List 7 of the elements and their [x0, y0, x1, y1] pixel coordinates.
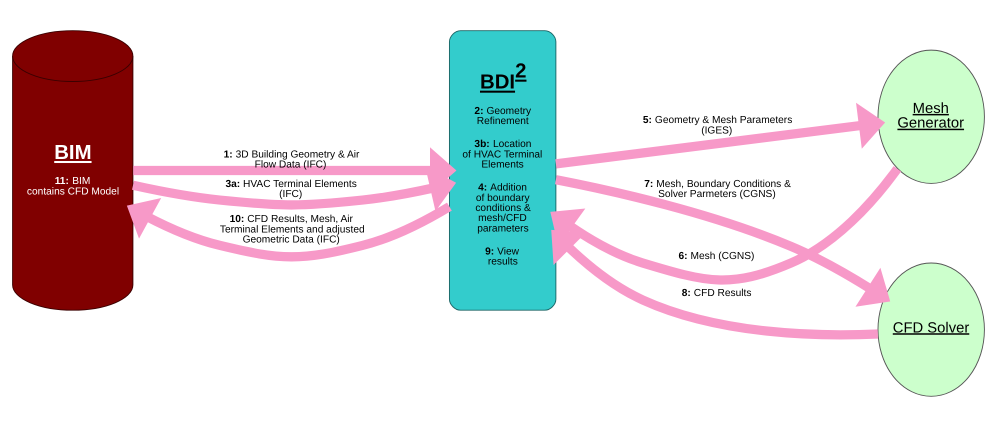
edge-label: 6: Mesh (CGNS): [678, 250, 754, 262]
edge-label: 7: Mesh, Boundary Conditions & Solver Parmeters (CGNS): [644, 178, 791, 200]
edge-label: 8: CFD Results: [682, 288, 752, 299]
edge-label: 1: 3D Building Geometry & Air Flow Data (IFC): [224, 148, 360, 170]
edge-label: 10: CFD Results, Mesh, Air Terminal Elements and adjusted Geometric Data (IFC): [220, 214, 365, 245]
edge-label: 5: Geometry & Mesh Parameters (IGES): [642, 114, 792, 136]
edge-label: 3a: HVAC Terminal Elements (IFC): [225, 178, 357, 200]
